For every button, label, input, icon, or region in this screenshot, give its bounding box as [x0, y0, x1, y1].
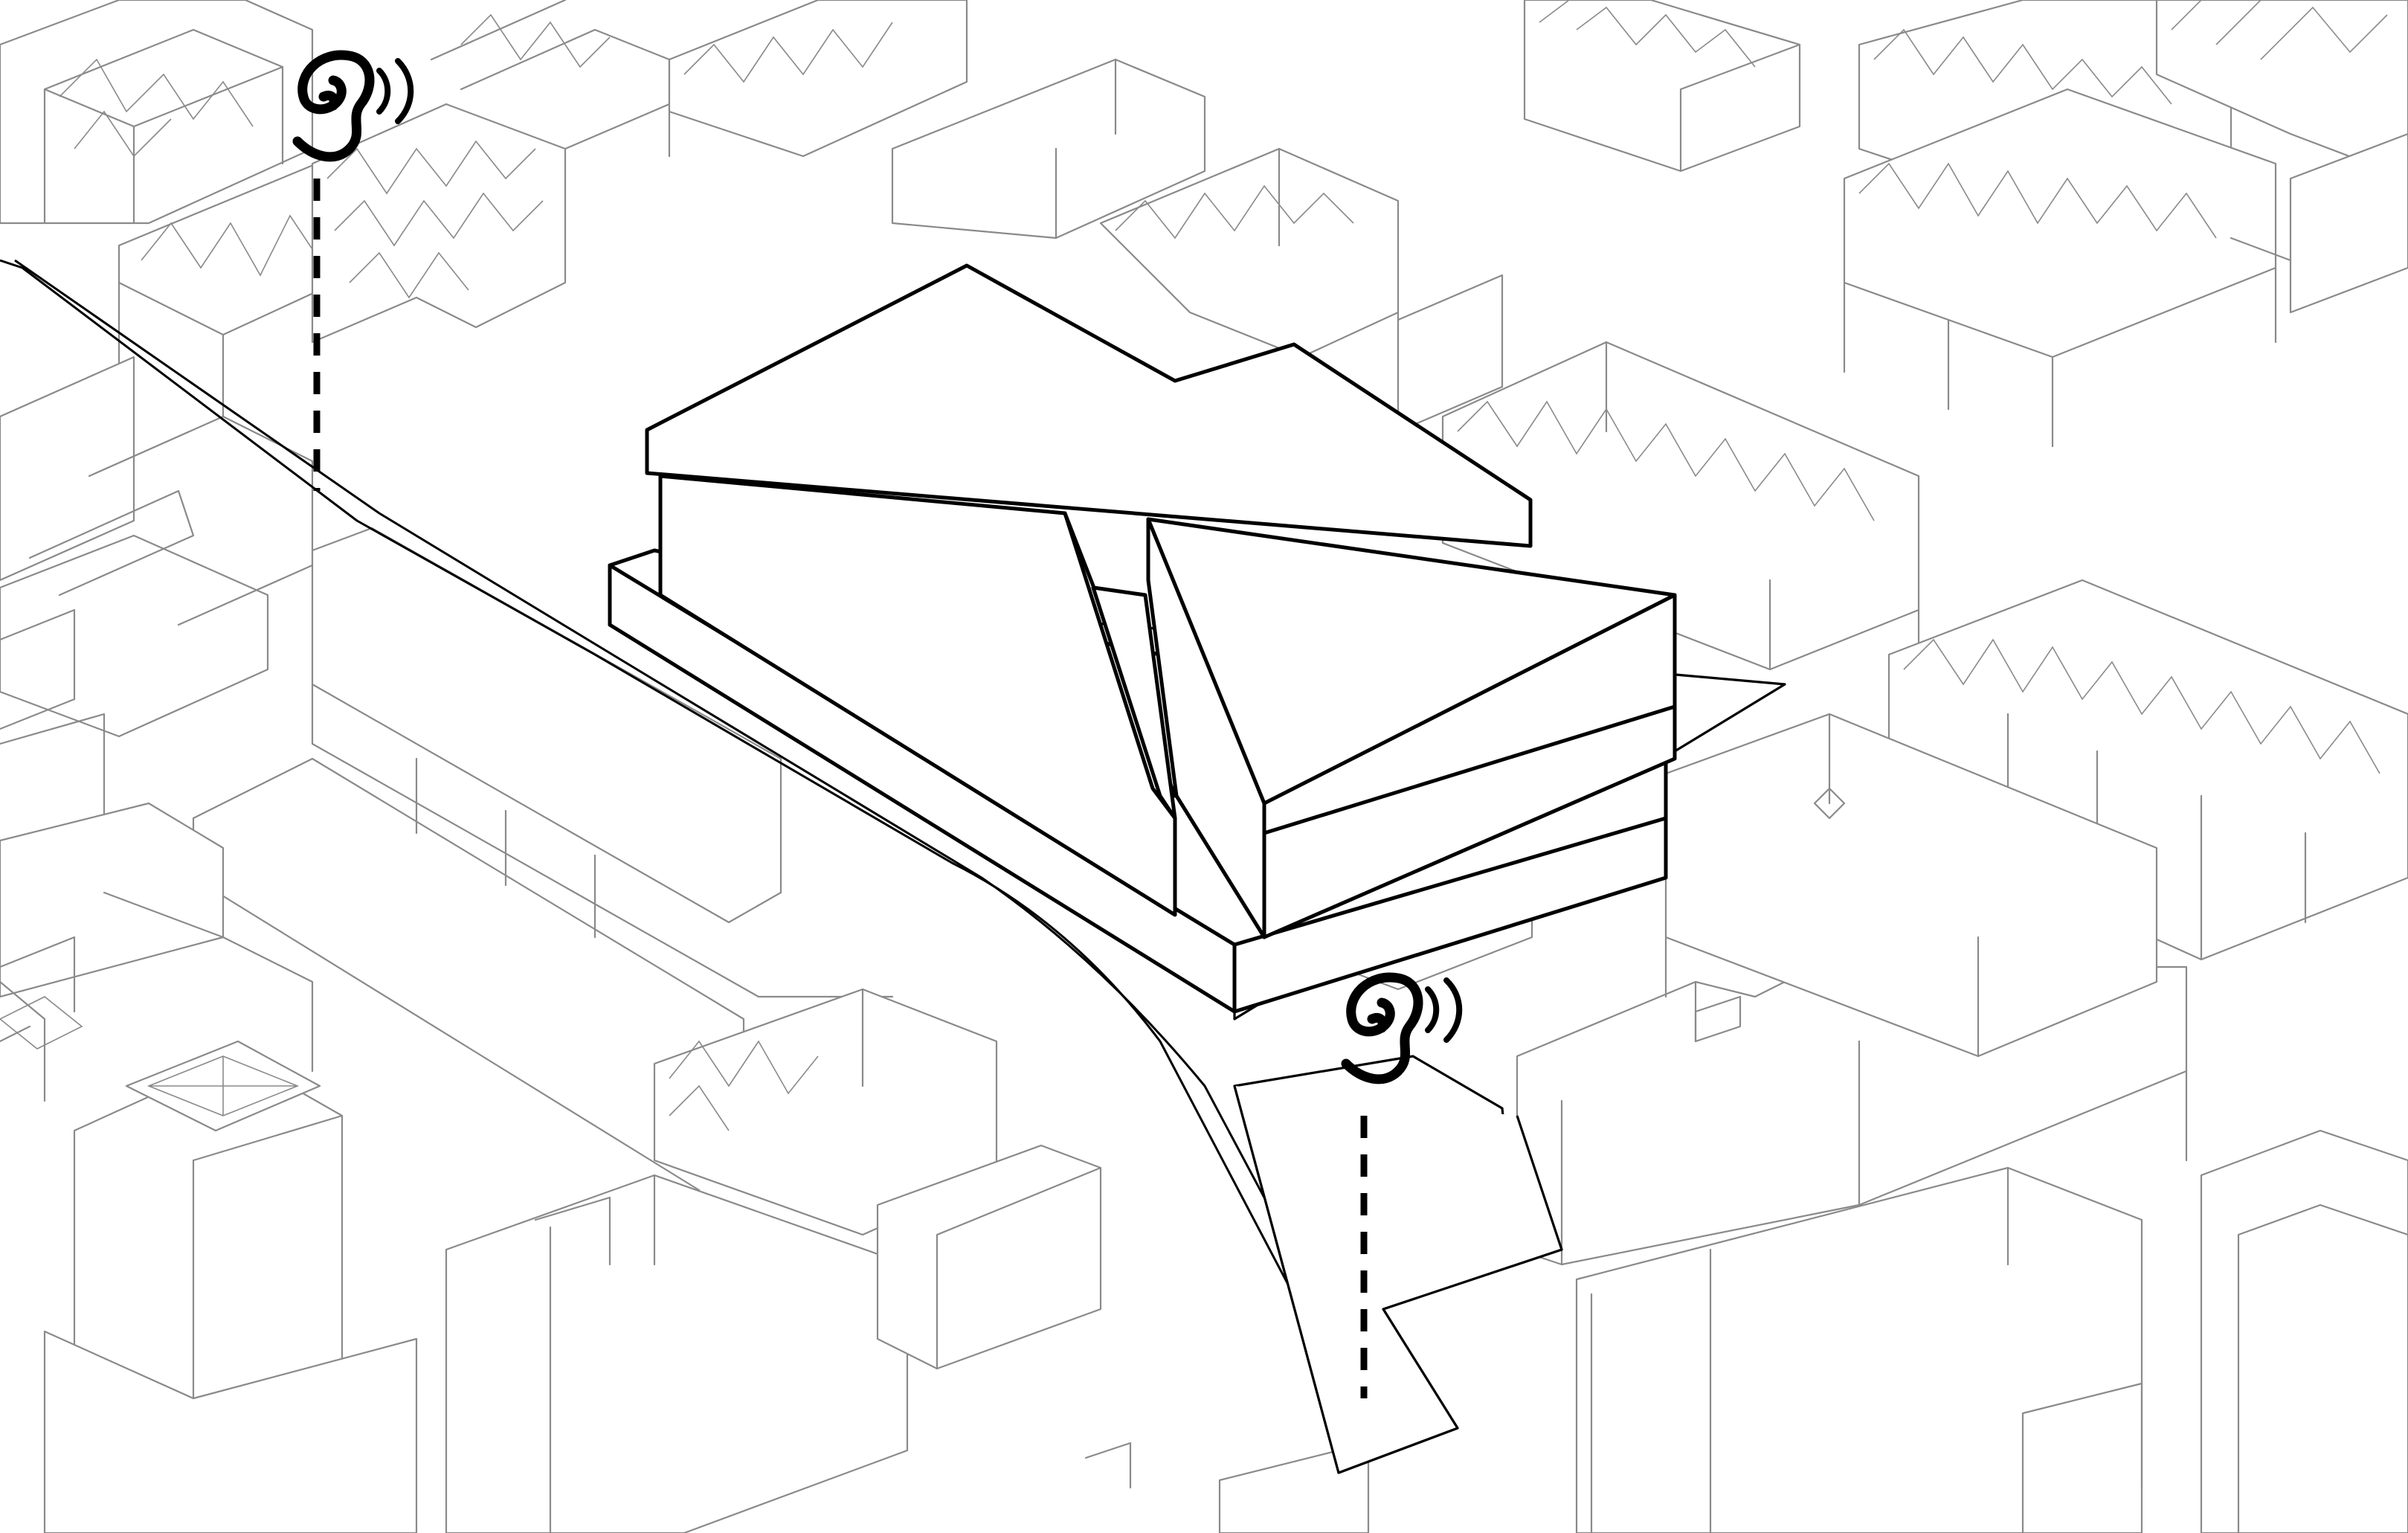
context-block-bottom-left — [0, 982, 416, 1533]
sound-wave-icon — [379, 61, 411, 121]
context-block-bottom-middle — [446, 989, 1368, 1533]
street-plaza — [1234, 1086, 1562, 1473]
context-block-top-left — [0, 0, 669, 417]
sound-wave-icon — [1428, 980, 1459, 1040]
